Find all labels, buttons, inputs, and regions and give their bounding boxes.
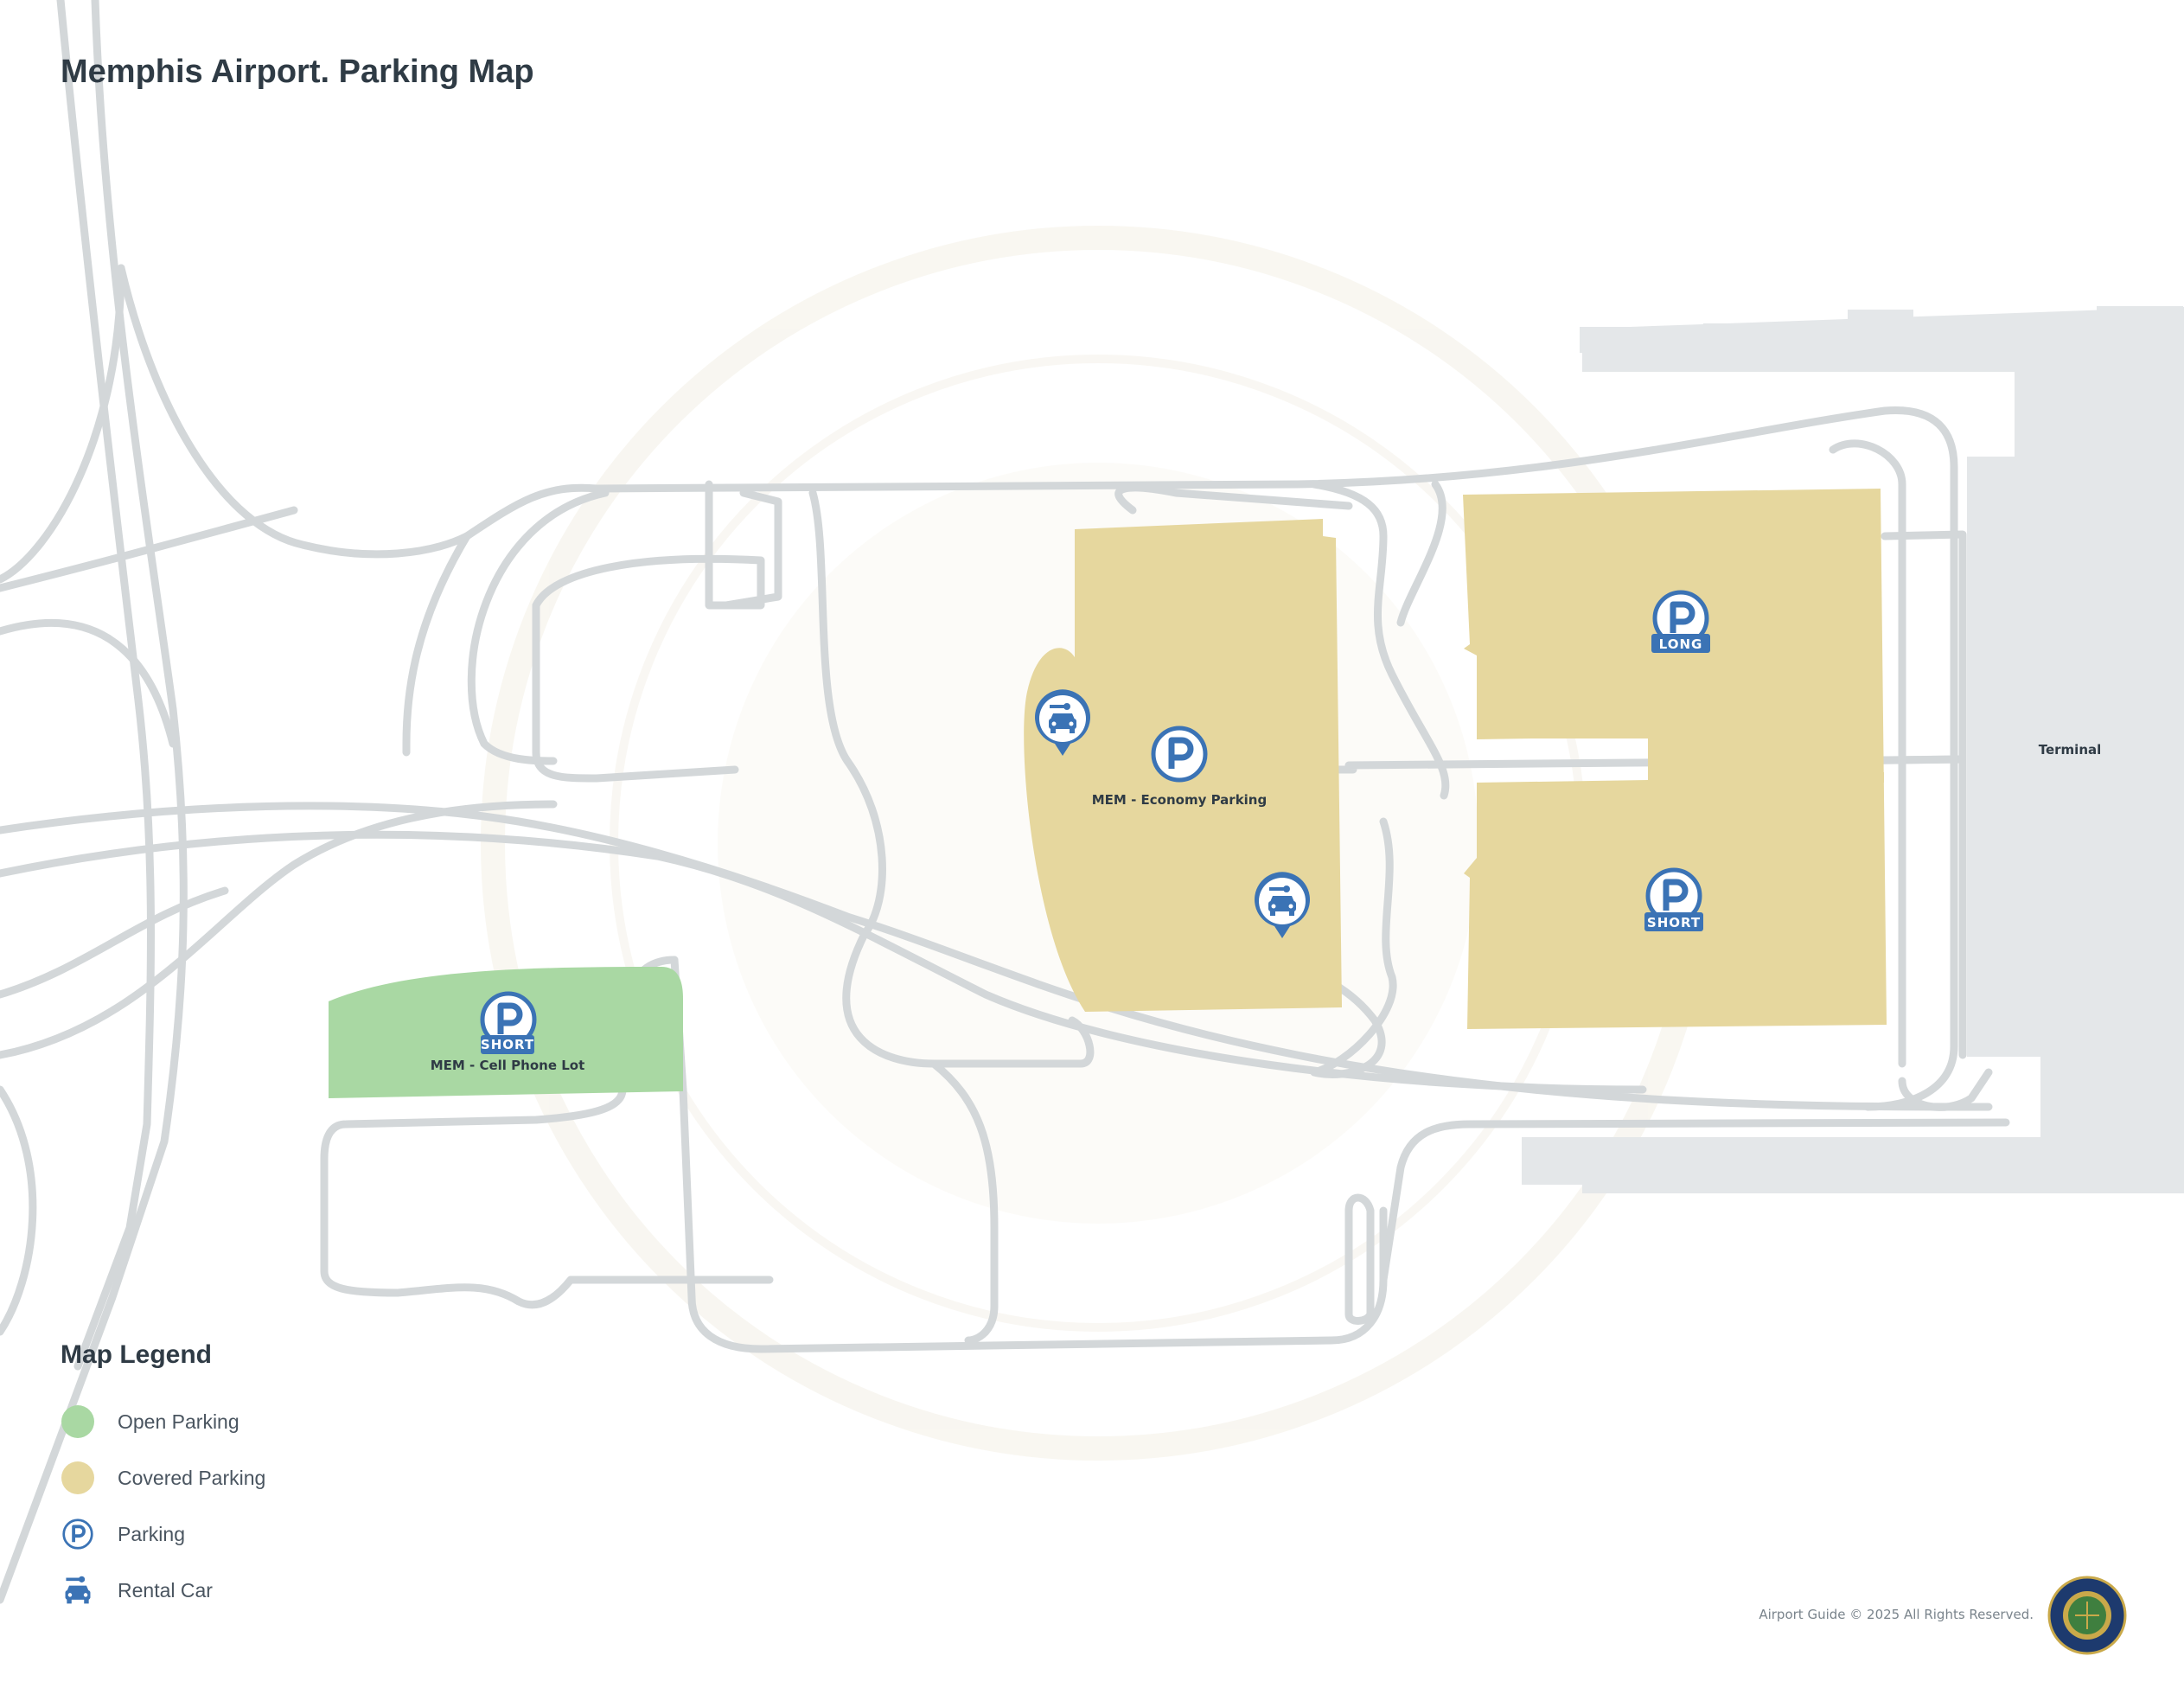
short-term-parking-marker[interactable]: SHORT (1644, 870, 1703, 931)
cell-phone-lot-marker[interactable]: SHORT MEM - Cell Phone Lot (431, 994, 585, 1073)
parking-icon (61, 1517, 95, 1551)
short-badge: SHORT (1647, 915, 1701, 930)
economy-parking-marker[interactable]: MEM - Economy Parking (1092, 728, 1267, 808)
road-network (0, 0, 2010, 1604)
parking-icon (1153, 728, 1205, 780)
legend-item-open-parking: Open Parking (61, 1404, 265, 1439)
airport-database-logo-icon (2047, 1576, 2127, 1655)
lot-gap-mid (1648, 737, 1691, 780)
rental-car-icon (61, 1573, 95, 1608)
legend-item-covered-parking: Covered Parking (61, 1461, 265, 1495)
badge-bg (1644, 912, 1703, 931)
legend-label: Covered Parking (118, 1466, 266, 1489)
legend-label: Open Parking (118, 1410, 239, 1433)
lot-gap-lower (1836, 772, 1884, 783)
badge-bg (1651, 634, 1710, 653)
legend-label: Rental Car (118, 1578, 213, 1602)
badge-bg (481, 1035, 534, 1054)
economy-parking-label: MEM - Economy Parking (1092, 792, 1267, 808)
page-title: Memphis Airport. Parking Map (61, 54, 534, 90)
lot-gap-upper (1477, 735, 1650, 738)
copyright-text: Airport Guide © 2025 All Rights Reserved… (1759, 1607, 2034, 1622)
legend-label: Parking (118, 1522, 185, 1545)
lot-markers: SHORT MEM - Cell Phone Lot MEM - Economy… (431, 592, 2102, 1073)
legend-title: Map Legend (61, 1340, 213, 1369)
legend-item-rental-car: Rental Car (61, 1573, 265, 1608)
map-legend: Map Legend Open Parking Covered Parking … (61, 1340, 265, 1629)
short-badge: SHORT (481, 1037, 534, 1052)
open-parking-swatch (61, 1404, 95, 1439)
covered-parking-swatch (61, 1461, 95, 1495)
legend-item-parking: Parking (61, 1517, 265, 1551)
long-term-parking-marker[interactable]: LONG (1651, 592, 1710, 653)
terminal-building (1522, 306, 2184, 1193)
cell-phone-lot-label: MEM - Cell Phone Lot (431, 1058, 585, 1073)
terminal-label: Terminal (2039, 742, 2102, 758)
long-badge: LONG (1659, 636, 1703, 652)
